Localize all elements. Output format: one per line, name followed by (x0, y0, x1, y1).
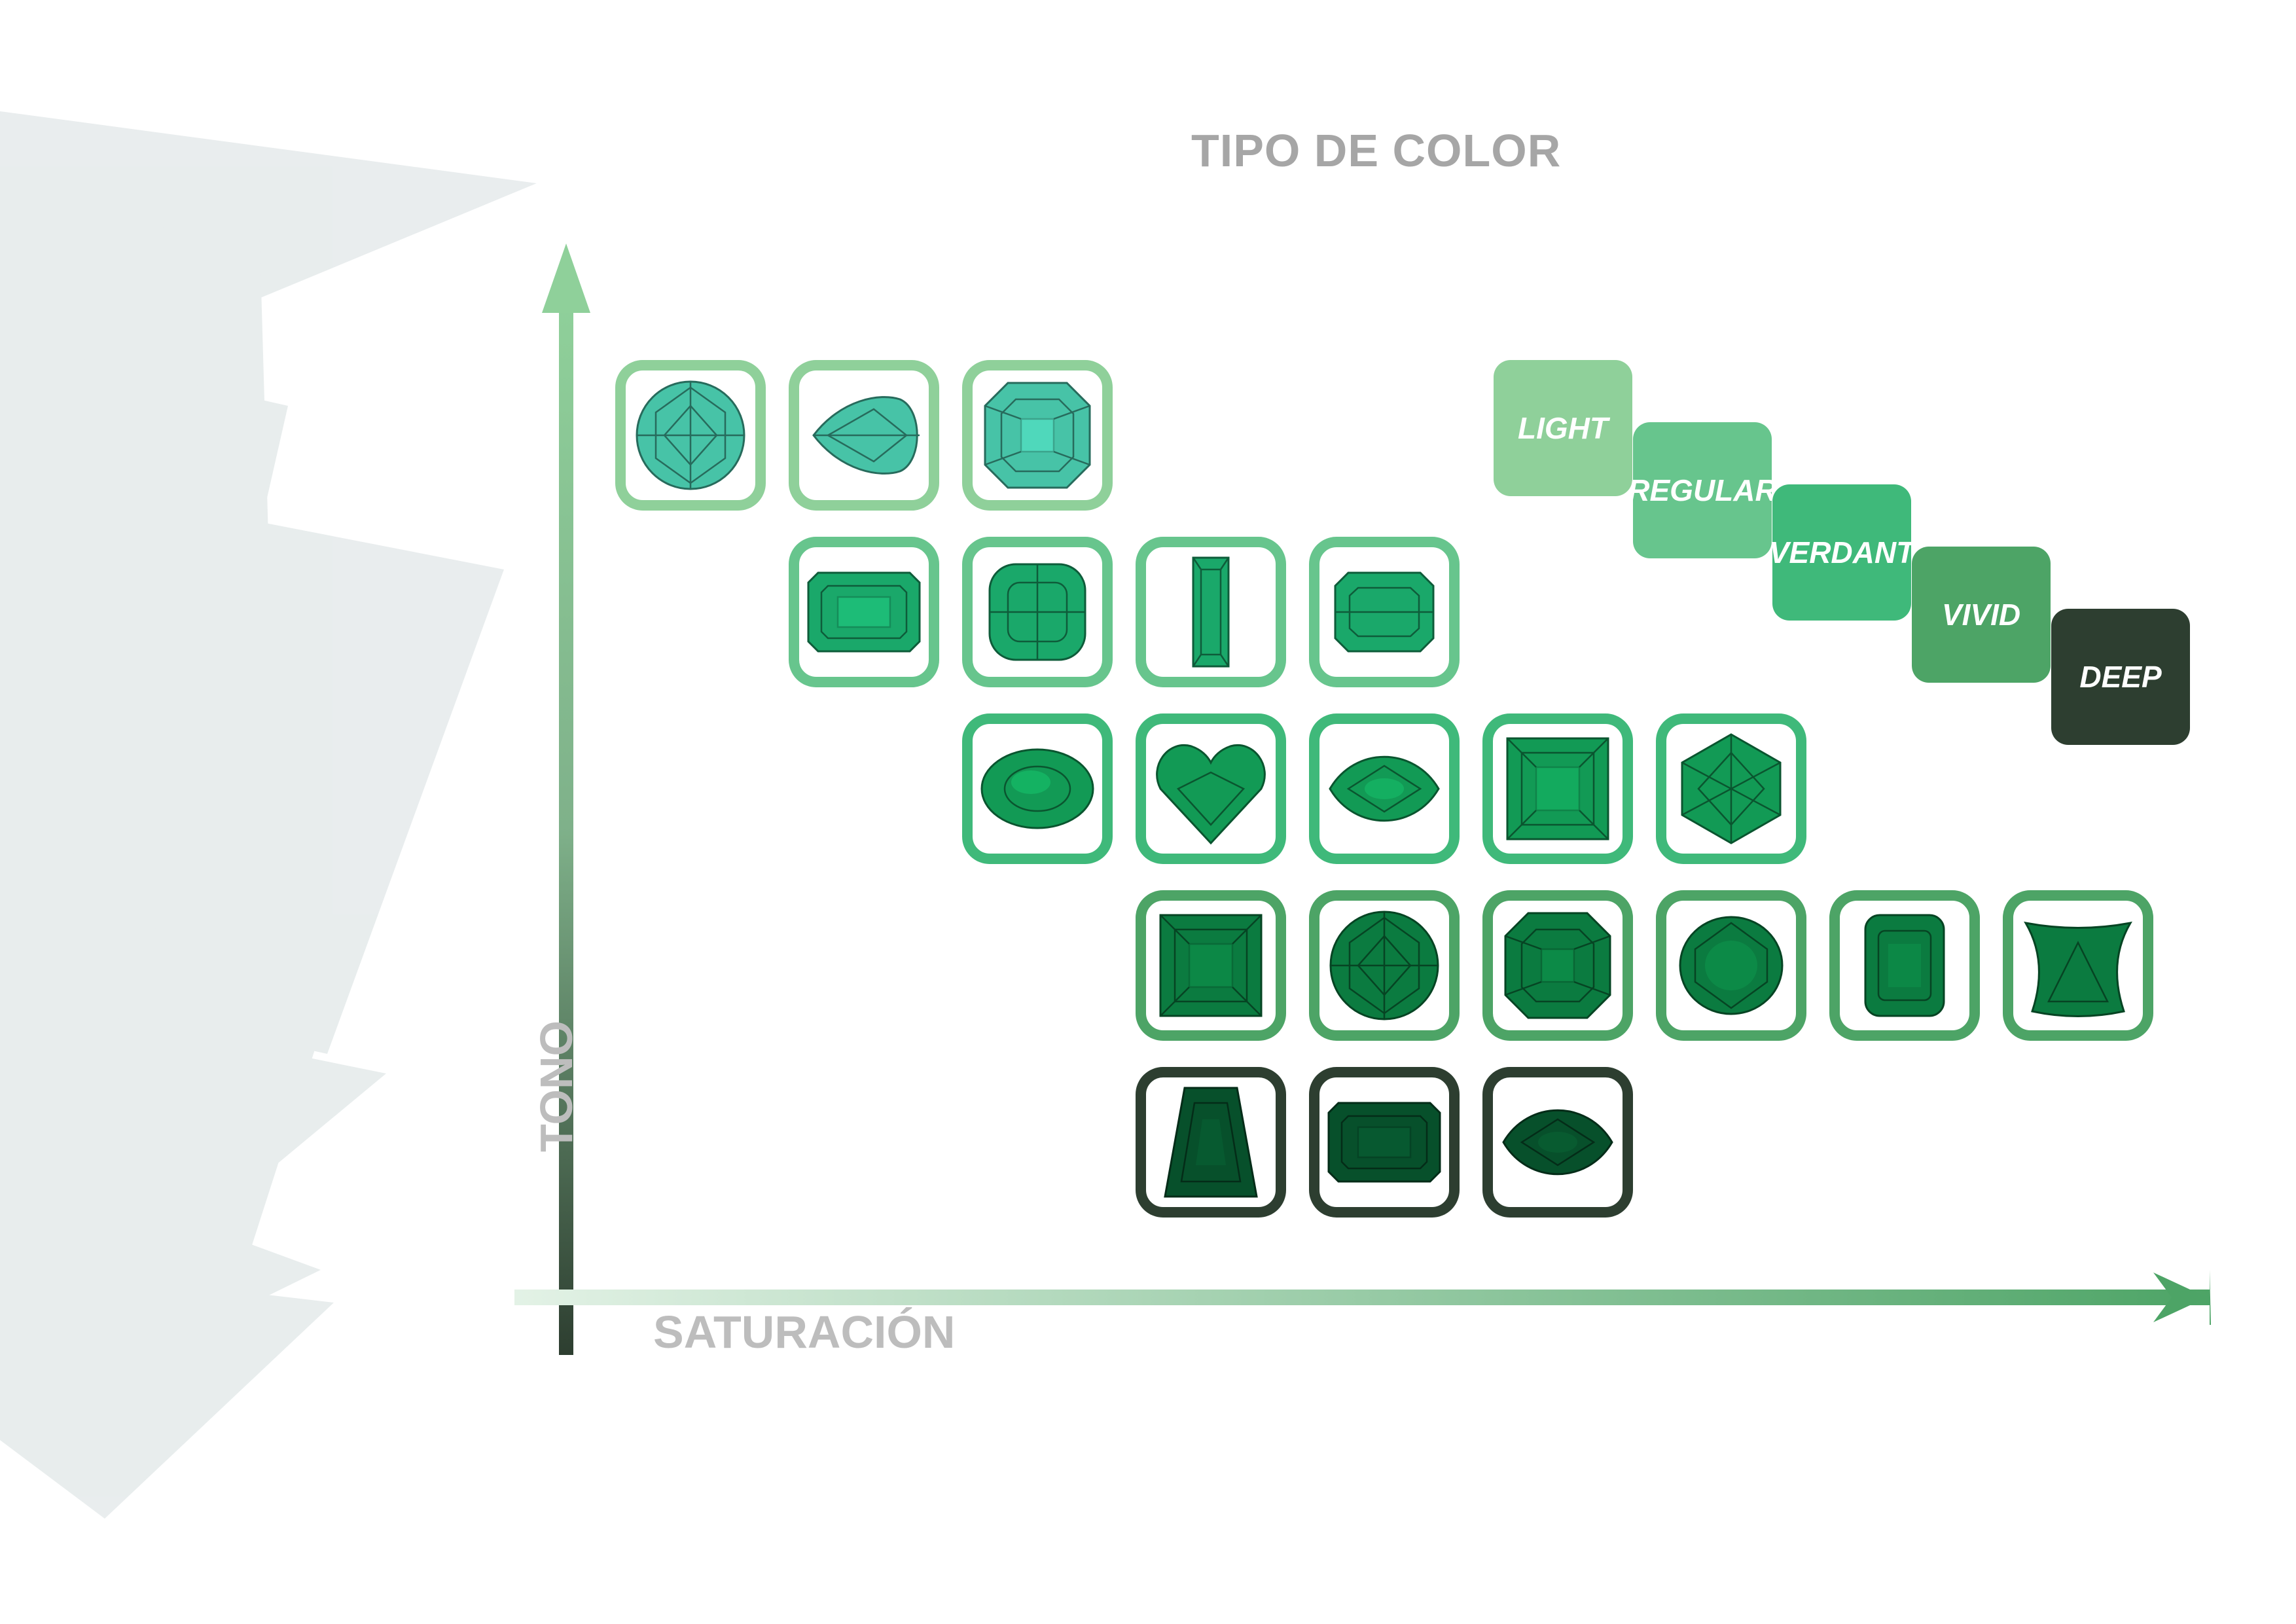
gem-cell-emerald (1309, 1067, 1460, 1218)
color-type-deep: DEEP (2051, 609, 2190, 745)
x-axis-line (514, 1290, 2210, 1305)
gem-cell-round (1309, 890, 1460, 1041)
gem-cell-radiant (1309, 537, 1460, 687)
color-type-light: LIGHT (1494, 360, 1632, 496)
gem-cell-heart (1136, 713, 1286, 864)
gem-cell-oval (962, 713, 1113, 864)
gem-square-step-icon (1496, 727, 1620, 851)
gem-cell-pear (789, 360, 939, 511)
gem-baguette-icon (1149, 550, 1273, 674)
color-type-regular: REGULAR (1628, 422, 1777, 558)
gem-cell-emerald (789, 537, 939, 687)
gem-emerald-icon (802, 550, 926, 674)
y-axis-line (559, 301, 573, 1355)
gem-cell-oval-rose (1656, 890, 1806, 1041)
gem-trillion-icon (2016, 903, 2140, 1028)
gem-radiant-icon (1322, 550, 1446, 674)
gem-marquise-icon (1496, 1080, 1620, 1204)
x-axis-label: SATURACIÓN (653, 1307, 956, 1358)
gem-round-icon (628, 373, 753, 497)
gem-heart-icon (1149, 727, 1273, 851)
gem-cell-hexagon (1656, 713, 1806, 864)
x-axis-arrow (2210, 1270, 2211, 1325)
gem-cushion-emerald-icon (1842, 903, 1967, 1028)
gem-oval-rose-icon (1669, 903, 1793, 1028)
gem-cell-marquise (1482, 1067, 1633, 1218)
gem-round-icon (1322, 903, 1446, 1028)
gem-cell-cushion (962, 537, 1113, 687)
gem-cell-tapered-baguette (1136, 1067, 1286, 1218)
gem-cell-cushion-emerald (1829, 890, 1980, 1041)
gem-tapered-baguette-icon (1149, 1080, 1273, 1204)
color-type-verdant: VERDANT (1769, 484, 1914, 621)
gem-oval-icon (975, 727, 1100, 851)
gem-hexagon-icon (1669, 727, 1793, 851)
gem-cell-marquise (1309, 713, 1460, 864)
gem-cell-asscher (962, 360, 1113, 511)
gem-emerald-icon (1322, 1080, 1446, 1204)
gem-square-step-icon (1149, 903, 1273, 1028)
gem-asscher-icon (1496, 903, 1620, 1028)
gem-asscher-icon (975, 373, 1100, 497)
gem-marquise-icon (1322, 727, 1446, 851)
chart-title: TIPO DE COLOR (1191, 125, 1562, 176)
gem-cell-asscher (1482, 890, 1633, 1041)
gem-cell-round (615, 360, 766, 511)
gem-cushion-icon (975, 550, 1100, 674)
gem-cell-square-step (1482, 713, 1633, 864)
color-type-vivid: VIVID (1912, 547, 2051, 683)
gem-cell-trillion (2003, 890, 2153, 1041)
gem-cell-square-step (1136, 890, 1286, 1041)
gem-cell-baguette (1136, 537, 1286, 687)
gem-pear-icon (802, 373, 926, 497)
y-axis-label: TONO (531, 1020, 582, 1152)
y-axis-arrow (542, 244, 590, 313)
